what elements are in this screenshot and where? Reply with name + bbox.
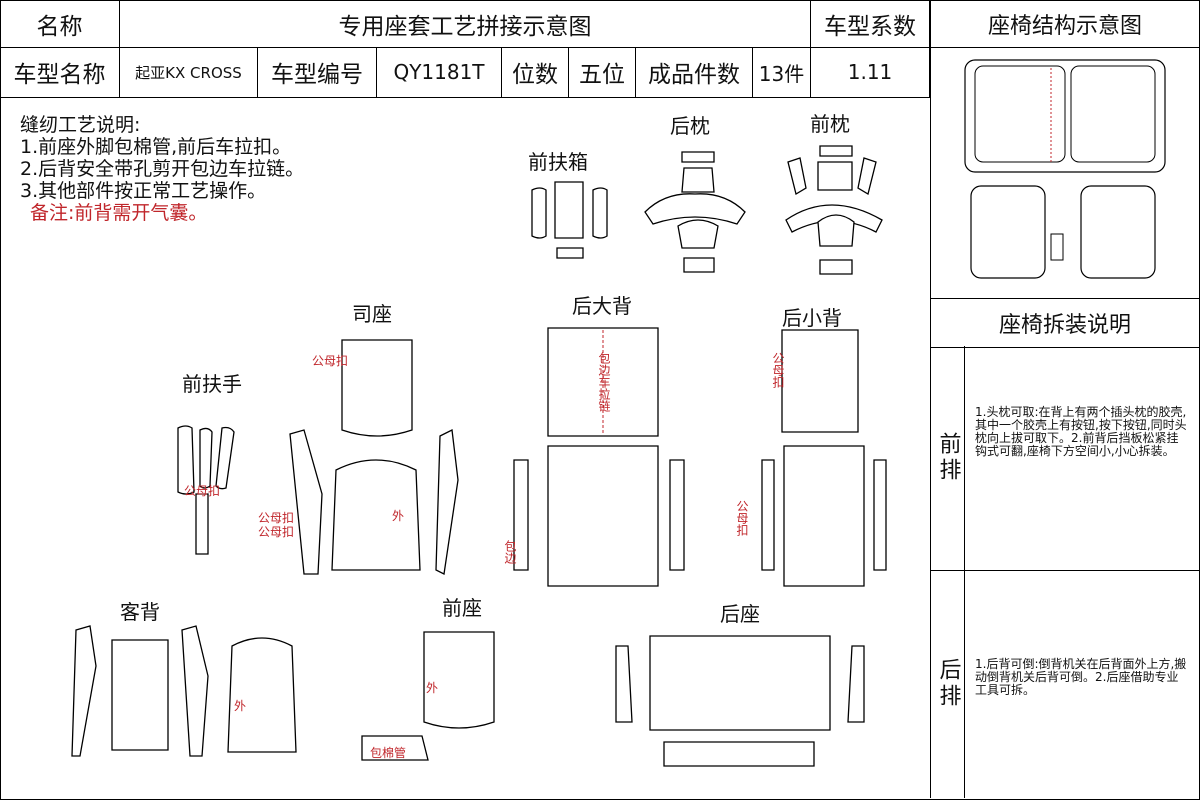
front-headrest-pieces [785,145,883,275]
snap-note-1: 公母扣 [312,354,348,368]
snap-note-4: 公母扣 [184,484,220,498]
front-row-text: 1.头枕可取:在背上有两个插头枕的胶壳,其中一个胶壳上有按钮,按下按钮,同时头枕… [975,405,1187,458]
instruction-note: 备注:前背需开气囊。 [30,202,208,224]
label-front-armrest-box: 前扶箱 [528,150,588,174]
header-row-1: 名称 专用座套工艺拼接示意图 车型系数 [0,0,930,48]
label-front-seat: 前座 [442,596,482,620]
coef-label: 车型系数 [811,0,930,47]
model-name-label: 车型名称 [0,47,120,97]
front-row-section: 前排 1.头枕可取:在背上有两个插头枕的胶壳,其中一个胶壳上有按钮,按下按钮,同… [931,346,1199,571]
rear-row-section: 后排 1.后背可倒:倒背机关在后背面外上方,搬动倒背机关后背可倒。2.后座借助专… [931,570,1199,798]
label-front-headrest: 前枕 [810,112,850,136]
structure-title: 座椅结构示意图 [931,0,1199,48]
label-passenger-back: 客背 [120,600,160,624]
outside-note-3: 外 [426,681,438,695]
label-rear-seat: 后座 [720,602,760,626]
instruction-item-2: 2.后背安全带孔剪开包边车拉链。 [20,158,305,180]
label-rear-headrest: 后枕 [670,114,710,138]
instruction-item-1: 1.前座外脚包棉管,前后车拉扣。 [20,136,292,158]
piping-note: 包边 [503,540,517,565]
seats-label: 位数 [502,47,569,97]
rear-headrest-pieces [644,151,746,273]
snap-note-6: 公母扣 [735,500,749,537]
instructions-title: 缝纫工艺说明: [20,114,141,136]
label-driver-seat: 司座 [352,302,392,326]
instruction-item-3: 3.其他部件按正常工艺操作。 [20,180,267,202]
driver-seat-pieces: 公母扣 外 公母扣 公母扣 [258,339,459,575]
rear-big-back-pieces: 包边车拉链 包边 [503,327,685,587]
disassembly-title: 座椅拆装说明 [931,298,1199,348]
front-armrest-pieces: 公母扣 [177,425,235,555]
front-seat-pieces: 外 包棉管 [361,631,495,761]
outside-note-1: 外 [392,509,404,523]
model-code-label: 车型编号 [258,47,377,97]
coef-value: 1.11 [811,47,930,97]
right-panel: 座椅结构示意图 座椅拆装说明 前排 1.头枕可取:在背上有两个插头枕的胶壳,其中… [930,0,1199,798]
cotton-tube-note: 包棉管 [370,745,406,760]
seats-value: 五位 [569,47,636,97]
pattern-pieces: 公母扣 外 公母扣 公母扣 公母扣 包边车拉链 包边 公母扣 公母扣 [71,145,887,767]
pieces-label: 成品件数 [636,47,753,97]
front-row-label: 前排 [931,346,965,570]
rear-small-back-pieces: 公母扣 公母扣 [735,329,887,587]
piping-zip-note: 包边车拉链 [597,352,611,412]
model-code-value: QY1181T [377,47,502,97]
diagram-title: 专用座套工艺拼接示意图 [120,0,811,47]
snap-note-5: 公母扣 [771,352,785,389]
rear-row-label: 后排 [931,570,965,798]
label-rear-big-back: 后大背 [572,294,632,318]
model-name-value: 起亚KX CROSS [120,47,258,97]
snap-note-2: 公母扣 [258,511,294,525]
label-rear-small-back: 后小背 [782,306,842,330]
sewing-instructions: 缝纫工艺说明: 1.前座外脚包棉管,前后车拉扣。 2.后背安全带孔剪开包边车拉链… [20,114,304,224]
outside-note-2: 外 [234,699,246,713]
front-armrest-box-pieces [531,181,608,259]
snap-note-3: 公母扣 [258,525,294,539]
label-front-armrest: 前扶手 [182,372,242,396]
header-row-2: 车型名称 起亚KX CROSS 车型编号 QY1181T 位数 五位 成品件数 … [0,47,930,98]
rear-seat-pieces [615,635,865,767]
pieces-value: 13件 [753,47,811,97]
name-label: 名称 [0,0,120,47]
seat-structure-diagram [964,59,1166,279]
passenger-back-pieces: 外 [71,625,297,757]
rear-row-text: 1.后背可倒:倒背机关在后背面外上方,搬动倒背机关后背可倒。2.后座借助专业工具… [975,657,1187,697]
